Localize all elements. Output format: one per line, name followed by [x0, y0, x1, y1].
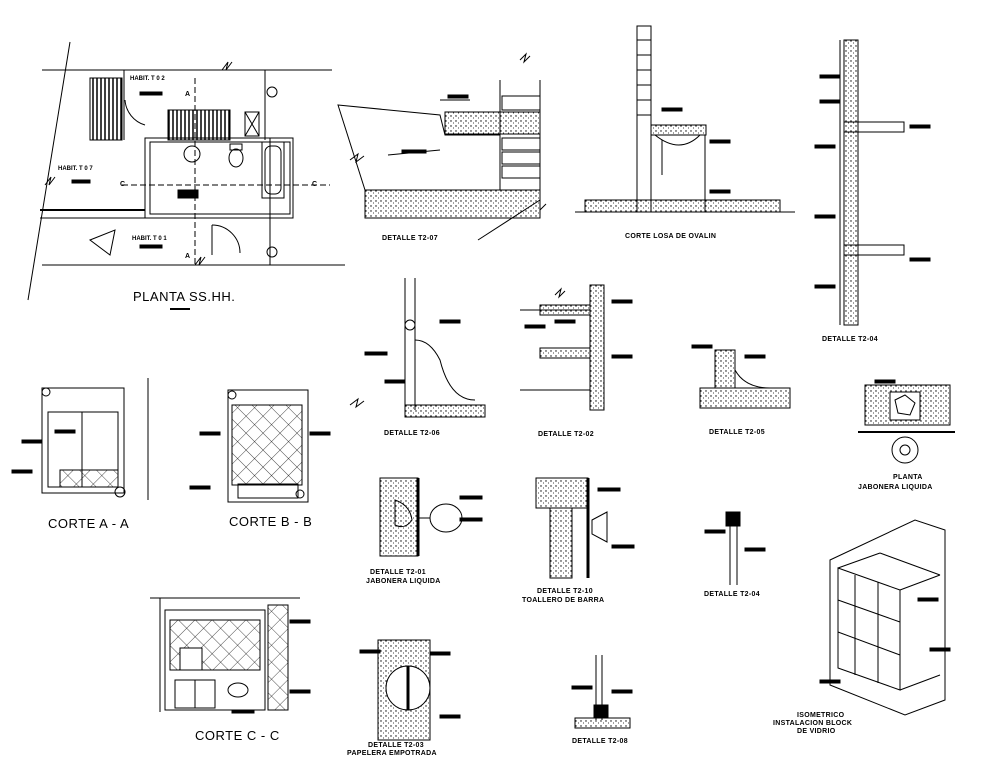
plan-scale-bar [170, 308, 190, 310]
detail-t2-02-drawing [520, 284, 633, 411]
section-marker-c-right: C [312, 181, 317, 188]
corte-cc-title: CORTE C - C [195, 728, 280, 743]
detail-t2-04-right-drawing [814, 39, 931, 326]
corte-bb-title: CORTE B - B [229, 514, 313, 529]
detail-t2-01-drawing [379, 477, 483, 557]
isometric-title-line1: ISOMETRICO [797, 712, 845, 719]
planta-jabonera-title: PLANTA [893, 474, 923, 481]
detail-t2-01-subtitle: JABONERA LIQUIDA [366, 578, 441, 585]
section-marker-a-top: A [185, 91, 190, 98]
detail-t2-08-drawing [571, 655, 633, 729]
room-label-top: HABIT. T 0 2 [130, 76, 165, 82]
detail-t2-03-subtitle: PAPELERA EMPOTRADA [347, 750, 437, 757]
detail-t2-01-title: DETALLE T2-01 [370, 569, 426, 576]
detail-t2-07-title: DETALLE T2-07 [382, 235, 438, 242]
detail-t2-06-title: DETALLE T2-06 [384, 430, 440, 437]
isometric-glass-block-drawing [819, 519, 951, 716]
plan-title: PLANTA SS.HH. [133, 289, 236, 304]
plan-ss-hh [27, 41, 345, 301]
planta-jabonera-drawing [858, 379, 955, 464]
detail-t2-02-title: DETALLE T2-02 [538, 431, 594, 438]
detail-t2-03-drawing [359, 639, 461, 741]
corte-aa-title: CORTE A - A [48, 516, 130, 531]
detail-t2-04-mid-title: DETALLE T2-04 [704, 591, 760, 598]
detail-t2-07-drawing [337, 52, 547, 241]
detail-t2-04-mid-drawing [704, 511, 766, 585]
isometric-title-line2: INSTALACION BLOCK [773, 720, 853, 727]
detail-t2-05-drawing [691, 344, 791, 409]
room-label-bottom: HABIT. T 0 1 [132, 236, 167, 242]
detail-t2-04-right-title: DETALLE T2-04 [822, 336, 878, 343]
section-marker-c-left: C [120, 181, 125, 188]
corte-losa-title: CORTE LOSA DE OVALIN [625, 233, 717, 240]
detail-t2-10-title: DETALLE T2-10 [537, 588, 593, 595]
planta-jabonera-subtitle: JABONERA LIQUIDA [858, 484, 933, 491]
corte-losa-ovalin-drawing [575, 25, 795, 213]
detail-t2-10-subtitle: TOALLERO DE BARRA [522, 597, 605, 604]
corte-aa-drawing [11, 378, 149, 500]
detail-t2-05-title: DETALLE T2-05 [709, 429, 765, 436]
corte-bb-drawing [189, 389, 331, 503]
room-label-left: HABIT. T 0 7 [58, 166, 93, 172]
detail-t2-03-title: DETALLE T2-03 [368, 742, 424, 749]
detail-t2-10-drawing [535, 477, 635, 579]
section-marker-a-bottom: A [185, 253, 190, 260]
detail-t2-06-drawing [349, 278, 486, 418]
detail-t2-08-title: DETALLE T2-08 [572, 738, 628, 745]
isometric-title-line3: DE VIDRIO [797, 728, 836, 735]
corte-cc-drawing [150, 597, 311, 714]
